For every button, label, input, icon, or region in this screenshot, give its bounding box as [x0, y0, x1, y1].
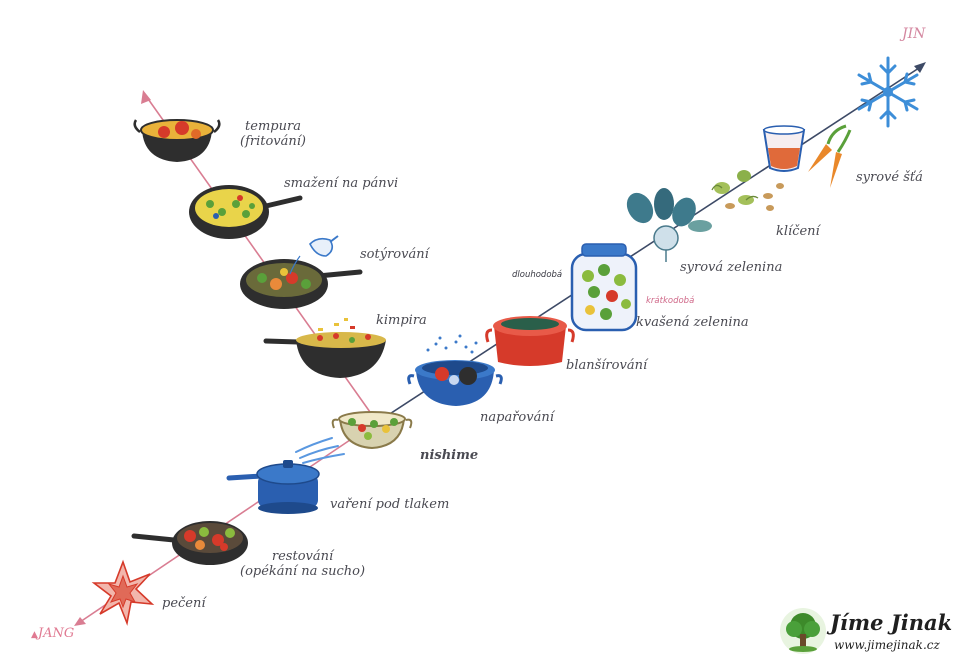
pickle-jar-icon: [570, 243, 638, 332]
pan-fry-icon: [189, 185, 303, 239]
label-kimpira: kimpira: [376, 313, 427, 328]
label-raw-vegetables: syrová zelenina: [680, 260, 783, 275]
label-pressure-cooking: vaření pod tlakem: [330, 497, 450, 512]
label-short-term: krátkodobá: [646, 296, 695, 306]
label-dry-roasting-line2: (opékání na sucho): [240, 564, 366, 579]
dry-roast-pan-icon: [131, 521, 248, 565]
blanching-pot-icon: [485, 316, 575, 366]
label-pan-frying: smažení na pánvi: [284, 176, 399, 191]
logo-title: Jíme Jinak: [830, 610, 953, 635]
nishime-pot-icon: [331, 411, 413, 450]
label-long-term: dlouhodobá: [512, 270, 563, 280]
label-sauteing: sotýrování: [360, 247, 429, 262]
saute-pan-icon: [240, 235, 363, 309]
tree-logo-icon: [780, 608, 826, 654]
vertical-axis-arrowhead: [141, 90, 151, 104]
jin-axis-label: JIN: [902, 26, 926, 42]
label-dry-roasting: restování (opékání na sucho): [240, 549, 365, 579]
label-baking: pečení: [162, 596, 206, 611]
jang-triangle: ▲: [31, 630, 38, 640]
label-sprouting: klíčení: [776, 224, 820, 239]
kimpira-wok-icon: [263, 318, 386, 378]
baking-star-icon: [91, 559, 155, 626]
tempura-pot-icon: [133, 119, 221, 162]
sprouts-icon: [711, 170, 784, 211]
label-tempura-line2: (fritování): [240, 134, 307, 149]
pressure-cooker-icon: [226, 437, 345, 514]
logo-url: www.jimejinak.cz: [834, 638, 940, 652]
steamer-icon: [407, 334, 503, 406]
label-tempura: tempura (fritování): [240, 119, 306, 149]
label-raw-juices: syrové šťá: [856, 170, 923, 185]
label-fermented-vegetables: kvašená zelenina: [636, 315, 749, 330]
jang-axis-label: ▲JANG: [31, 626, 74, 641]
label-tempura-line1: tempura: [245, 119, 301, 134]
raw-juice-icon: [762, 124, 852, 188]
jin-axis-arrowhead: [914, 62, 926, 73]
label-steaming: napařování: [480, 410, 554, 425]
label-dry-roasting-line1: restování: [271, 549, 334, 564]
label-blanching: blanšírování: [566, 358, 648, 373]
label-nishime: nishime: [420, 448, 479, 463]
jang-label-text: JANG: [37, 626, 75, 641]
raw-vegetable-icon: [626, 188, 712, 262]
jang-axis-arrowhead: [74, 617, 86, 626]
brand-logo: Jíme Jinak www.jimejinak.cz: [778, 606, 954, 656]
snowflake-icon: [857, 56, 919, 128]
